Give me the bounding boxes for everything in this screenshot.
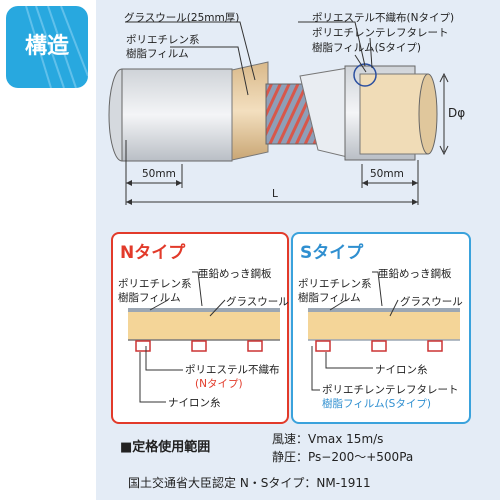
length-label: L xyxy=(272,188,278,200)
s-pe-film-2: 樹脂フィルム xyxy=(298,292,361,304)
n-polyester-2: (Nタイプ) xyxy=(195,378,243,390)
n-type-title: Nタイプ xyxy=(120,243,186,263)
badge-background xyxy=(6,6,88,88)
n-steel-label: 亜鉛めっき鋼板 xyxy=(198,268,272,280)
duct-left-wool xyxy=(121,68,233,162)
duct-core xyxy=(359,73,429,155)
s-steel-label: 亜鉛めっき鋼板 xyxy=(378,268,452,280)
s-pet-film-1: ポリエチレンテレフタレート xyxy=(322,384,459,396)
duct-left-film xyxy=(231,61,269,161)
diameter-label: Dφ xyxy=(448,106,466,120)
label-pe-film-1: ポリエチレン系 xyxy=(126,34,200,46)
s-glass-wool: グラスウール xyxy=(400,296,463,308)
label-glass-wool: グラスウール(25mm厚) xyxy=(124,12,240,24)
certification: 国土交通省大臣認定 N・Sタイプ：NM-1911 xyxy=(128,476,371,490)
s-pet-film-2: 樹脂フィルム(Sタイプ) xyxy=(322,398,431,410)
s-nylon: ナイロン糸 xyxy=(375,364,428,376)
structure-badge: 構造 xyxy=(6,6,88,88)
duct-right-end xyxy=(418,73,438,155)
specs-heading: ■定格使用範囲 xyxy=(120,440,211,455)
spec-static-pressure: 静圧：Ps−200〜+500Pa xyxy=(272,450,414,464)
n-pe-film-1: ポリエチレン系 xyxy=(118,278,192,290)
s-pe-film-1: ポリエチレン系 xyxy=(298,278,372,290)
n-nylon: ナイロン糸 xyxy=(168,397,221,409)
dim-left-label: 50mm xyxy=(142,168,176,180)
n-polyester-1: ポリエステル不織布 xyxy=(185,364,280,376)
n-pe-film-2: 樹脂フィルム xyxy=(118,292,181,304)
badge-label: 構造 xyxy=(24,34,69,59)
label-pet-film-1: ポリエチレンテレフタレート xyxy=(312,27,449,39)
n-glass-wool: グラスウール xyxy=(226,296,289,308)
dimension-lines xyxy=(125,140,419,205)
label-pet-film-2: 樹脂フィルム(Sタイプ) xyxy=(312,42,421,54)
label-pe-film-2: 樹脂フィルム xyxy=(126,48,189,60)
s-type-title: Sタイプ xyxy=(300,243,364,263)
dim-right-label: 50mm xyxy=(370,168,404,180)
spec-wind-speed: 風速：Vmax 15m/s xyxy=(272,432,384,446)
label-polyester: ポリエステル不織布(Nタイプ) xyxy=(312,12,455,24)
